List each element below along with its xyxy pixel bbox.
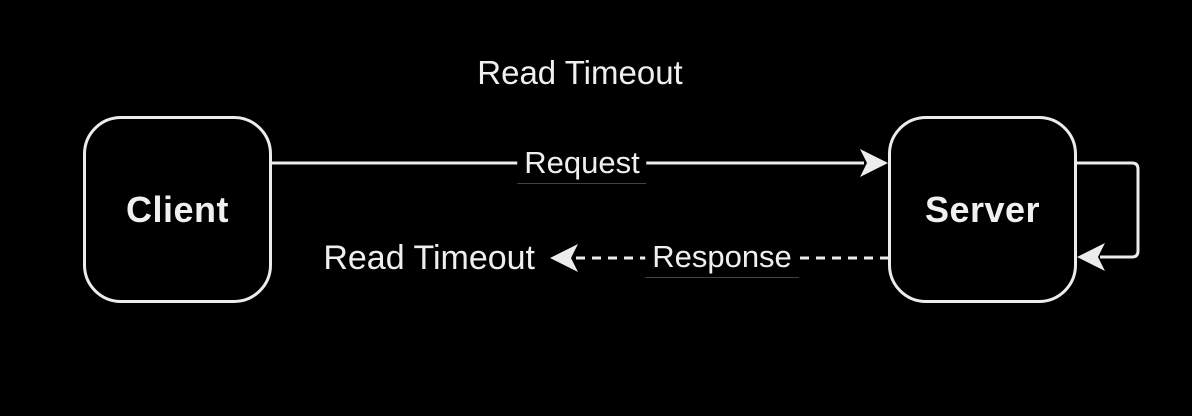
self-loop-line (1077, 161, 1140, 259)
diagram-title: Read Timeout (477, 54, 683, 91)
client-node-label: Client (125, 188, 229, 230)
node-server: Server (888, 116, 1077, 303)
response-edge (550, 244, 888, 272)
request-arrowhead-icon (860, 149, 888, 177)
response-edge-label: Response (645, 238, 799, 278)
read-timeout-annotation: Read Timeout (323, 239, 535, 277)
response-arrowhead-icon (550, 244, 578, 272)
request-edge-label: Request (517, 144, 647, 184)
server-node-label: Server (924, 188, 1041, 230)
self-loop-arrowhead-icon (1077, 243, 1105, 271)
node-client: Client (83, 116, 272, 303)
server-self-loop-edge (1077, 161, 1140, 271)
